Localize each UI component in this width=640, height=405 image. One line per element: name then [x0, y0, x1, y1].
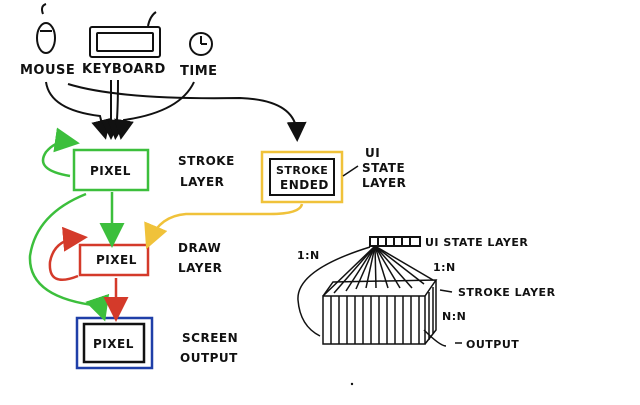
ui-label-1: UI: [365, 146, 380, 160]
input-arrows: [45, 79, 307, 142]
output-curve: [423, 329, 447, 347]
draw-loop-arrow: [48, 226, 88, 281]
ratio-right: 1:N: [433, 261, 456, 274]
stray-dot: [350, 382, 354, 386]
ratio-left: 1:N: [297, 249, 320, 262]
stroke-layer-label-2: LAYER: [180, 175, 224, 189]
keyboard-icon: [89, 11, 161, 58]
stroke-layer-label-1: STROKE: [178, 154, 235, 168]
yellow-arrow-ui-to-draw: [144, 203, 304, 250]
stroke-loop-arrow: [41, 127, 80, 178]
stroke-layer-block: [322, 279, 438, 345]
mouse-label: MOUSE: [20, 63, 75, 78]
clock-icon: [189, 32, 213, 56]
time-label: TIME: [180, 64, 218, 79]
ui-state-strip: [369, 236, 421, 247]
draw-box-text: PIXEL: [96, 253, 137, 267]
stroke-box-text: PIXEL: [90, 164, 131, 178]
ui-label-leader: [342, 165, 359, 177]
draw-layer-label-2: LAYER: [178, 261, 222, 275]
green-arrow-stroke-to-screen: [28, 192, 110, 322]
one-to-n-curve: [297, 246, 371, 337]
ui-state-layer-text: UI STATE LAYER: [425, 236, 528, 249]
screen-label-2: OUTPUT: [180, 351, 238, 365]
ui-box-text-1: STROKE: [276, 164, 328, 177]
ui-state-box-inner: [269, 158, 335, 196]
fan-lines: [322, 245, 434, 297]
stroke-layer-text: STROKE LAYER: [458, 286, 556, 299]
draw-layer-label-1: DRAW: [178, 241, 221, 255]
screen-box-text: PIXEL: [93, 337, 134, 351]
screen-output-box-inner: [82, 322, 146, 364]
mouse-icon: [36, 3, 56, 54]
ui-label-2: STATE: [362, 161, 405, 175]
screen-label-1: SCREEN: [182, 331, 238, 345]
keyboard-label: KEYBOARD: [82, 62, 166, 77]
ratio-nn: N:N: [442, 310, 466, 323]
stroke-layer-leader: [439, 289, 453, 293]
ui-box-text-2: ENDED: [280, 178, 329, 192]
ui-state-box-outer: [260, 150, 344, 204]
stroke-layer-box: [72, 148, 150, 192]
ui-label-3: LAYER: [362, 176, 406, 190]
output-text: OUTPUT: [466, 338, 519, 351]
